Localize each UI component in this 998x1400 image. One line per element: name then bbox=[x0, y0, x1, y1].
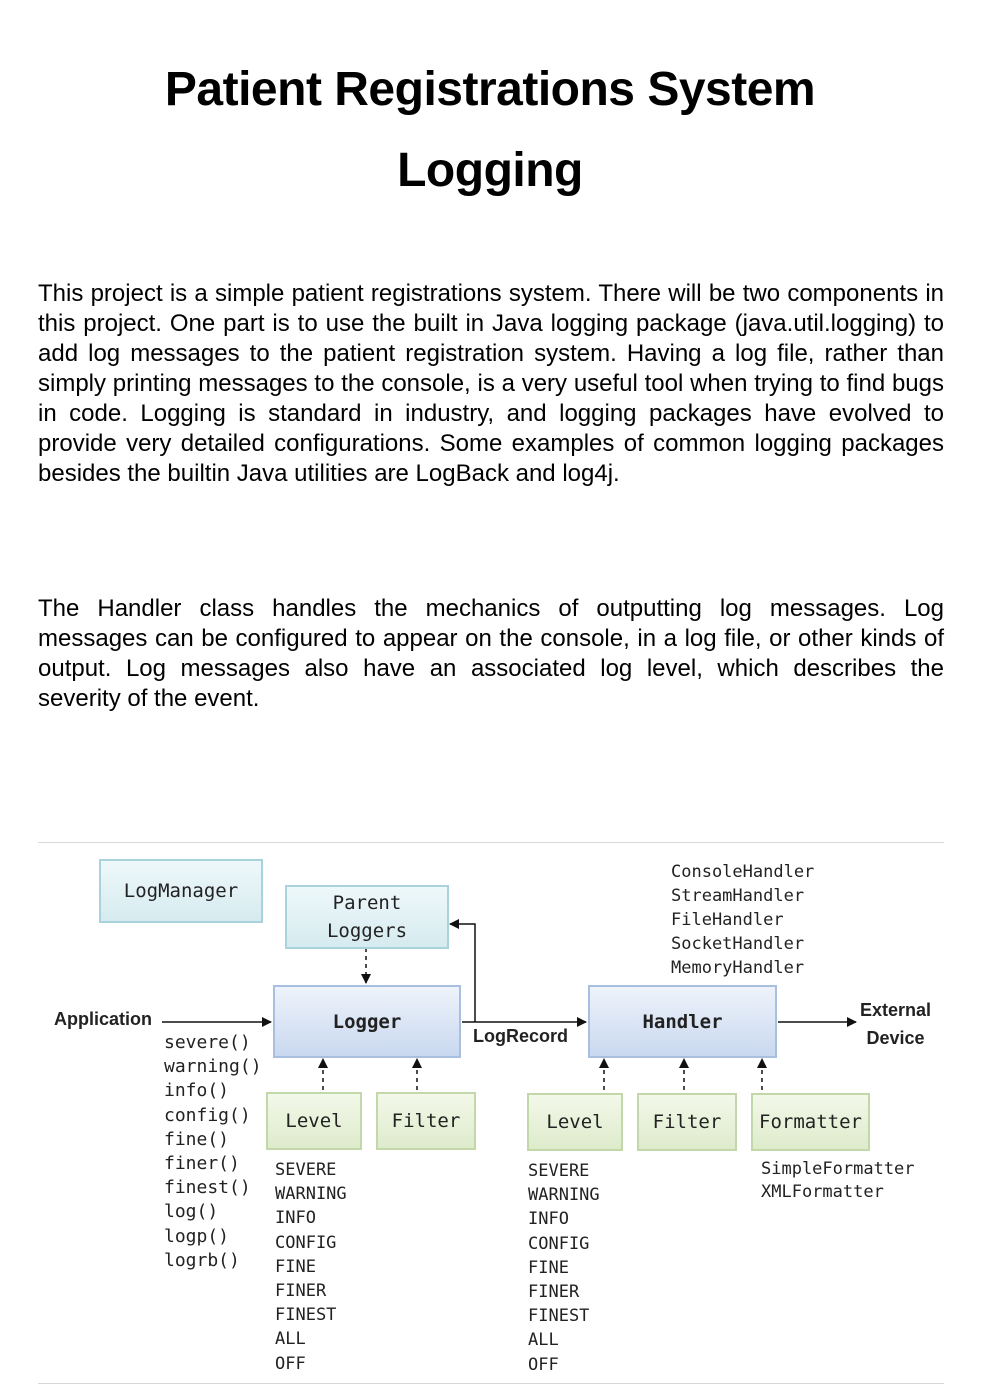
handler-levels-list: SEVERE WARNING INFO CONFIG FINE FINER FI… bbox=[528, 1159, 600, 1377]
list-item: severe() bbox=[164, 1032, 251, 1053]
formatter-label: Formatter bbox=[759, 1111, 862, 1133]
logging-architecture-diagram: LogManager Parent Loggers Logger Handler… bbox=[38, 842, 944, 1384]
log-manager-box: LogManager bbox=[99, 859, 263, 923]
logger-filter-label: Filter bbox=[391, 1110, 461, 1132]
page-title-line2: Logging bbox=[397, 144, 583, 197]
list-item: MemoryHandler bbox=[671, 958, 805, 978]
list-item: SocketHandler bbox=[671, 934, 805, 954]
external-device-line1: External bbox=[860, 1000, 932, 1020]
list-item: info() bbox=[164, 1080, 230, 1102]
parent-loggers-label-2: Loggers bbox=[326, 920, 408, 942]
list-item: FINER bbox=[275, 1281, 327, 1302]
list-item: finest() bbox=[164, 1177, 251, 1199]
page-title-line1: Patient Registrations System bbox=[164, 63, 816, 116]
list-item: warning() bbox=[164, 1056, 262, 1078]
diagram-arrows bbox=[162, 919, 857, 1090]
logger-level-label: Level bbox=[285, 1110, 343, 1132]
external-device-label: External Device bbox=[860, 996, 931, 1052]
logger-levels-list: SEVERE WARNING INFO CONFIG FINE FINER FI… bbox=[275, 1158, 347, 1376]
intro-paragraph: This project is a simple patient registr… bbox=[38, 280, 944, 487]
list-item: SEVERE bbox=[528, 1161, 590, 1181]
list-item: FINEST bbox=[275, 1305, 337, 1326]
list-item: StreamHandler bbox=[671, 886, 805, 906]
external-device-line2: Device bbox=[866, 1028, 925, 1048]
list-item: logp() bbox=[164, 1225, 230, 1247]
formatter-types-list: SimpleFormatter XMLFormatter bbox=[761, 1158, 915, 1204]
figure-top-rule bbox=[38, 842, 944, 843]
figure-bottom-rule bbox=[38, 1383, 944, 1384]
list-item: ConsoleHandler bbox=[671, 862, 815, 882]
list-item: OFF bbox=[528, 1354, 559, 1375]
logger-filter-box: Filter bbox=[376, 1092, 476, 1150]
logger-methods-list: severe() warning() info() config() fine(… bbox=[164, 1031, 262, 1273]
list-item: SimpleFormatter bbox=[761, 1159, 915, 1179]
parent-loggers-label-1: Parent bbox=[332, 892, 402, 914]
handler-filter-label: Filter bbox=[652, 1111, 722, 1133]
list-item: ALL bbox=[275, 1329, 306, 1350]
handler-types-list: ConsoleHandler StreamHandler FileHandler… bbox=[671, 860, 814, 980]
log-record-label: LogRecord bbox=[473, 1026, 569, 1046]
list-item: FINE bbox=[275, 1256, 316, 1277]
logger-label: Logger bbox=[332, 1010, 402, 1033]
list-item: FINE bbox=[528, 1257, 569, 1278]
list-item: INFO bbox=[528, 1209, 569, 1230]
formatter-box: Formatter bbox=[751, 1093, 870, 1151]
handler-paragraph: The Handler class handles the mechanics … bbox=[38, 595, 944, 712]
list-item: WARNING bbox=[528, 1185, 600, 1206]
list-item: XMLFormatter bbox=[761, 1182, 884, 1202]
list-item: FINER bbox=[528, 1282, 580, 1303]
handler-level-box: Level bbox=[527, 1093, 623, 1151]
list-item: FINEST bbox=[528, 1306, 590, 1327]
list-item: FileHandler bbox=[671, 910, 784, 930]
list-item: finer() bbox=[164, 1153, 240, 1175]
handler-box: Handler bbox=[588, 985, 777, 1058]
handler-level-label: Level bbox=[546, 1111, 604, 1133]
list-item: logrb() bbox=[164, 1249, 240, 1271]
list-item: OFF bbox=[275, 1353, 306, 1374]
parent-loggers-box: Parent Loggers bbox=[285, 885, 449, 949]
logger-box: Logger bbox=[273, 985, 461, 1058]
list-item: CONFIG bbox=[528, 1233, 590, 1254]
list-item: ALL bbox=[528, 1330, 559, 1351]
list-item: config() bbox=[164, 1104, 251, 1126]
list-item: WARNING bbox=[275, 1184, 347, 1205]
handler-filter-box: Filter bbox=[637, 1093, 737, 1151]
list-item: fine() bbox=[164, 1128, 230, 1150]
handler-label: Handler bbox=[642, 1010, 723, 1033]
application-label: Application bbox=[54, 1009, 152, 1029]
logger-level-box: Level bbox=[266, 1092, 362, 1150]
list-item: INFO bbox=[275, 1208, 316, 1229]
list-item: log() bbox=[164, 1201, 219, 1223]
list-item: SEVERE bbox=[275, 1160, 337, 1180]
list-item: CONFIG bbox=[275, 1232, 337, 1253]
log-manager-label: LogManager bbox=[123, 880, 239, 902]
